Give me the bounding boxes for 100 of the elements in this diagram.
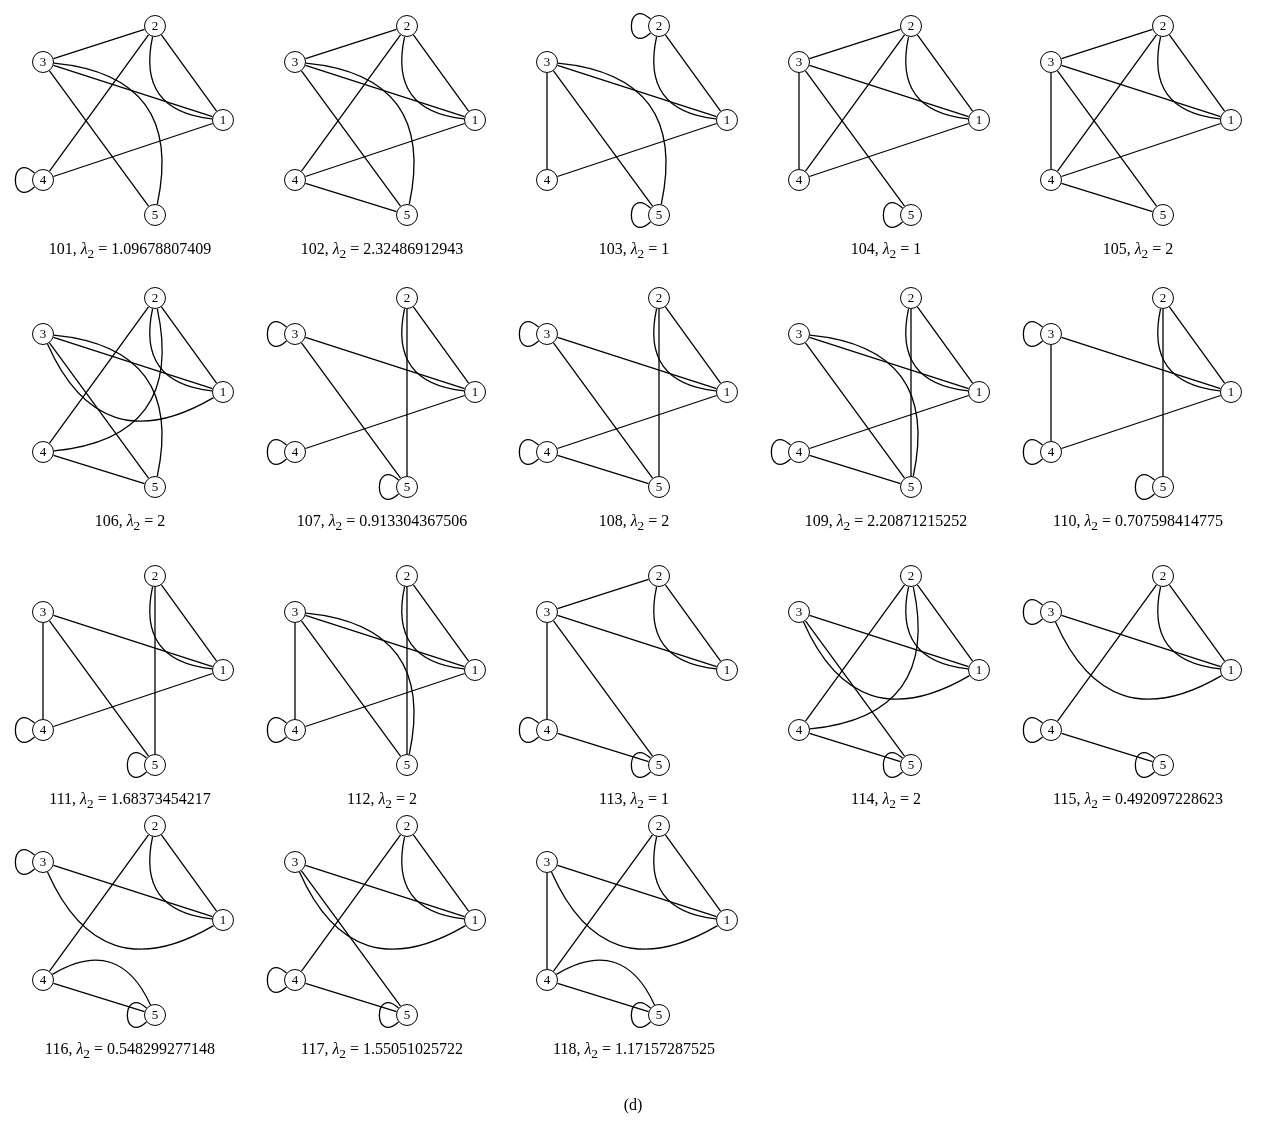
graph-edge [52,982,146,1013]
graph-edge [160,34,218,112]
graph-edge [48,620,150,757]
graph-edge [46,343,215,422]
graph-edge [52,672,214,728]
vertex-circle: 1 [716,909,738,931]
graph-edge [298,871,467,950]
graph-edge [1168,584,1226,662]
vertex-circle: 4 [32,169,54,191]
vertex-circle: 2 [648,815,670,837]
graph-edge [48,342,150,479]
figure-caption: (d) [622,1096,644,1114]
graph-edge [52,336,214,390]
vertex-circle: 1 [212,909,234,931]
graph-caption: 114, λ$_{2}$ = 2 [849,790,922,813]
graph-edge [664,834,722,912]
graph-edge [304,394,466,450]
vertex-circle: 3 [32,323,54,345]
vertex-circle: 5 [1152,754,1174,776]
vertex-circle: 1 [968,381,990,403]
vertex-circle: 2 [1152,15,1174,37]
self-loop-edge [1134,752,1156,778]
vertex-circle: 5 [648,1004,670,1026]
graph-edge [401,586,465,670]
graph-edge [304,982,398,1013]
graph-caption: 103, λ$_{2}$ = 1 [597,240,671,263]
vertex-circle: 2 [144,15,166,37]
vertex-circle: 5 [900,476,922,498]
graph-caption: 116, λ$_{2}$ = 0.548299277148 [43,1040,216,1063]
graph-edge [808,614,970,668]
graph-edge [412,584,470,662]
vertex-circle: 4 [1040,169,1062,191]
vertex-circle: 3 [284,323,306,345]
graph-edge [48,834,150,972]
self-loop-edge [14,717,36,743]
vertex-circle: 4 [284,719,306,741]
vertex-circle: 5 [396,1004,418,1026]
graph-edge [160,584,218,662]
vertex-circle: 3 [536,601,558,623]
graph-edge [52,28,146,60]
graph-edge [52,454,146,485]
graph-edge [1060,614,1222,668]
graph-edge [808,732,902,763]
graph-edge [556,732,650,763]
graph-edge [809,334,919,477]
vertex-circle: 4 [536,719,558,741]
vertex-circle: 2 [900,287,922,309]
vertex-circle: 3 [284,51,306,73]
graph-caption: 101, λ$_{2}$ = 1.09678807409 [47,240,213,263]
graph-edge [401,308,465,392]
graph-edge [916,584,974,662]
vertex-circle: 2 [396,815,418,837]
vertex-circle: 1 [716,381,738,403]
self-loop-edge [266,321,288,347]
graph-edge [42,622,44,720]
vertex-circle: 4 [284,969,306,991]
graph-edge [552,620,654,757]
graph-edge [1056,584,1158,722]
vertex-circle: 2 [900,565,922,587]
graph-edge [1054,621,1223,700]
graph-edge [304,336,466,390]
graph-edge [653,836,717,920]
vertex-circle: 3 [536,323,558,345]
graph-edge [905,586,969,670]
graph-edge [304,864,466,918]
graph-edge [1157,586,1221,670]
graph-edge [808,454,902,485]
graph-caption: 110, λ$_{2}$ = 0.707598414775 [1051,512,1224,535]
vertex-circle: 5 [648,754,670,776]
graph-edge [52,122,214,178]
graph-edge [552,834,654,972]
vertex-circle: 3 [1040,51,1062,73]
self-loop-edge [770,439,792,465]
vertex-circle: 3 [284,851,306,873]
graph-edge [664,584,722,662]
graph-edge [552,342,654,479]
graph-edge [160,834,218,912]
self-loop-edge [630,13,652,39]
vertex-circle: 5 [144,754,166,776]
vertex-circle: 1 [1220,109,1242,131]
vertex-circle: 2 [144,815,166,837]
graph-edge [300,620,402,757]
graph-edge [808,336,970,390]
graph-edge [653,36,717,120]
vertex-circle: 5 [144,1004,166,1026]
graph-edge [1060,336,1222,390]
graph-edge [809,586,919,730]
vertex-circle: 4 [788,169,810,191]
vertex-circle: 3 [1040,601,1062,623]
graph-edge [1060,64,1222,118]
graph-edge [546,72,548,170]
self-loop-edge [1022,599,1044,625]
vertex-circle: 2 [396,565,418,587]
self-loop-edge [266,717,288,743]
vertex-circle: 1 [1220,659,1242,681]
graph-edge [53,334,163,477]
self-loop-edge [518,439,540,465]
vertex-circle: 5 [900,204,922,226]
graph-edge [1168,306,1226,384]
vertex-circle: 3 [536,51,558,73]
